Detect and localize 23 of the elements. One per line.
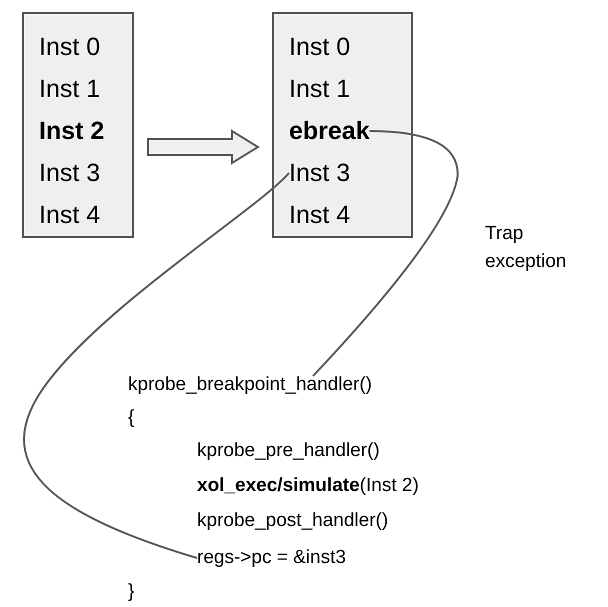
code-line: kprobe_breakpoint_handler(): [128, 372, 372, 398]
instruction-text: Inst 3: [39, 158, 100, 189]
code-line: xol_exec/simulate(Inst 2): [197, 474, 419, 498]
instruction-text: Inst 0: [39, 32, 100, 63]
block-arrow: [147, 129, 260, 165]
code-line: regs->pc = &inst3: [197, 545, 346, 571]
edge-label: Trap exception: [485, 222, 568, 274]
code-line: {: [128, 406, 134, 430]
instruction-text: ebreak: [289, 110, 370, 152]
instruction-text: Inst 1: [289, 68, 350, 110]
instruction-text: Inst 2: [39, 116, 104, 147]
instruction-text: Inst 1: [39, 74, 100, 105]
instruction-text: Inst 4: [289, 194, 350, 236]
instruction-box: [272, 12, 413, 238]
code-line: kprobe_post_handler(): [197, 509, 388, 533]
curved-connector: [23, 172, 290, 559]
instruction-text: Inst 3: [289, 152, 350, 194]
instruction-text: Inst 0: [289, 26, 350, 68]
code-line: }: [128, 580, 134, 604]
curved-connector: [312, 130, 459, 377]
code-line: kprobe_pre_handler(): [197, 439, 380, 463]
instruction-box: [22, 12, 134, 238]
instruction-text: Inst 4: [39, 200, 100, 231]
